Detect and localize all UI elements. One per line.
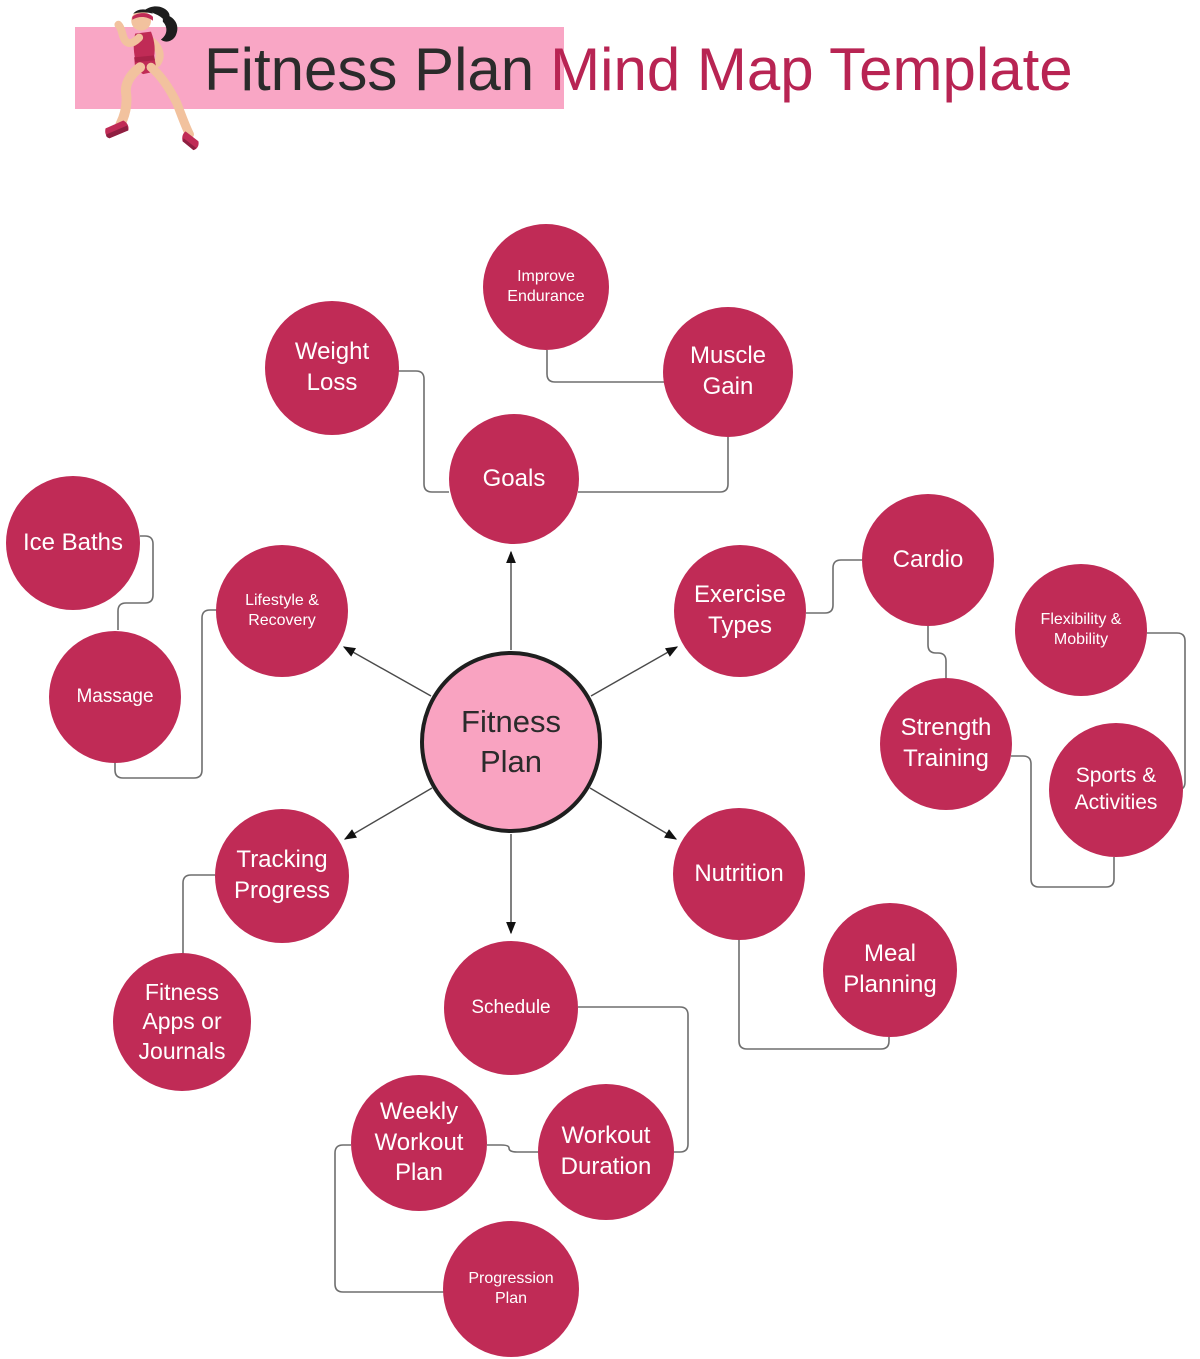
node-fitness-plan-center-label: Fitness Plan — [461, 704, 561, 779]
node-cardio-label: Cardio — [892, 545, 964, 573]
node-weight-loss-label: Weight Loss — [294, 338, 370, 396]
node-improve-endurance-label: Improve Endurance — [507, 267, 585, 305]
spoke-center-to-lifestyle-recovery — [342, 646, 432, 697]
node-fitness-apps-journals-label: Fitness Apps or Journals — [138, 978, 226, 1064]
node-muscle-gain-label: Muscle Gain — [689, 342, 767, 400]
connector-nutrition-meal-planning — [738, 940, 890, 1050]
node-meal-planning[interactable]: Meal Planning — [823, 903, 957, 1037]
node-tracking-progress[interactable]: Tracking Progress — [215, 809, 349, 943]
node-progression-plan[interactable]: Progression Plan — [443, 1221, 579, 1357]
connector-massage-lifestyle-recovery — [114, 609, 217, 779]
node-nutrition-label: Nutrition — [694, 859, 784, 887]
node-cardio[interactable]: Cardio — [862, 494, 994, 626]
node-flexibility-mobility[interactable]: Flexibility & Mobility — [1015, 564, 1147, 696]
node-meal-planning-label: Meal Planning — [843, 940, 937, 998]
node-exercise-types[interactable]: Exercise Types — [674, 545, 806, 677]
page-title-primary: Fitness Plan — [204, 35, 535, 103]
connector-improve-endurance-muscle-gain — [546, 350, 664, 383]
node-sports-activities-label: Sports & Activities — [1074, 764, 1158, 814]
node-goals-label: Goals — [482, 464, 546, 492]
node-ice-baths-label: Ice Baths — [22, 528, 124, 556]
node-strength-training-label: Strength Training — [900, 714, 992, 772]
node-goals[interactable]: Goals — [449, 414, 579, 544]
connector-tracking-progress-fitness-apps — [182, 874, 215, 954]
node-lifestyle-recovery[interactable]: Lifestyle & Recovery — [216, 545, 348, 677]
node-flexibility-mobility-label: Flexibility & Mobility — [1040, 610, 1122, 648]
node-workout-duration-label: Workout Duration — [560, 1122, 652, 1180]
page-title-secondary: Mind Map Template — [550, 35, 1073, 103]
connector-ice-baths-massage — [117, 535, 154, 630]
node-exercise-types-label: Exercise Types — [693, 581, 787, 639]
running-woman-icon — [105, 6, 199, 151]
connector-weight-loss-goals — [398, 370, 449, 493]
node-weight-loss[interactable]: Weight Loss — [265, 301, 399, 435]
node-schedule-label: Schedule — [471, 996, 551, 1018]
node-strength-training[interactable]: Strength Training — [880, 678, 1012, 810]
node-tracking-progress-label: Tracking Progress — [233, 846, 331, 904]
page-title: Fitness Plan Mind Map Template — [204, 27, 1073, 111]
node-schedule[interactable]: Schedule — [444, 941, 578, 1075]
connector-weekly-workout-plan-progression-plan — [334, 1144, 444, 1293]
spoke-center-to-nutrition — [589, 787, 678, 840]
node-improve-endurance[interactable]: Improve Endurance — [483, 224, 609, 350]
node-weekly-workout-plan[interactable]: Weekly Workout Plan — [351, 1075, 487, 1211]
node-ice-baths[interactable]: Ice Baths — [6, 476, 140, 610]
connector-schedule-workout-duration — [578, 1006, 689, 1153]
node-nutrition[interactable]: Nutrition — [673, 808, 805, 940]
node-muscle-gain[interactable]: Muscle Gain — [663, 307, 793, 437]
connector-weekly-workout-plan-workout-duration — [487, 1144, 538, 1153]
node-workout-duration[interactable]: Workout Duration — [538, 1084, 674, 1220]
node-progression-plan-label: Progression Plan — [468, 1269, 554, 1307]
node-sports-activities[interactable]: Sports & Activities — [1049, 723, 1183, 857]
node-fitness-apps-journals[interactable]: Fitness Apps or Journals — [113, 953, 251, 1091]
spoke-center-to-exercise-types — [590, 646, 679, 697]
node-fitness-plan-center[interactable]: Fitness Plan — [420, 651, 602, 833]
connector-strength-training-sports-activities — [1011, 755, 1115, 888]
connector-cardio-strength-training — [927, 626, 947, 678]
connector-exercise-types-cardio — [806, 559, 862, 614]
node-weekly-workout-plan-label: Weekly Workout Plan — [374, 1097, 464, 1187]
connector-muscle-gain-goals — [578, 437, 729, 493]
node-massage[interactable]: Massage — [49, 631, 181, 763]
node-massage-label: Massage — [76, 685, 154, 707]
spoke-center-to-tracking-progress — [343, 787, 433, 840]
node-lifestyle-recovery-label: Lifestyle & Recovery — [245, 591, 319, 629]
